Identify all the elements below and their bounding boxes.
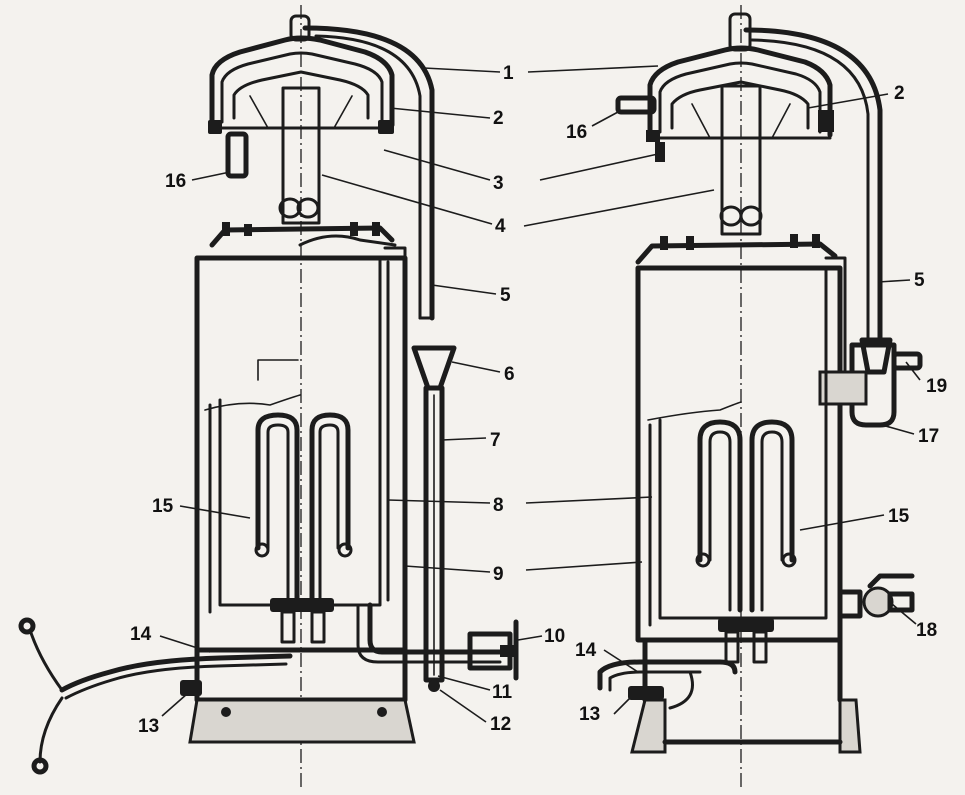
right-tank-lid <box>635 234 838 265</box>
callout-11: 11 <box>492 682 513 703</box>
right-heating-elements <box>695 419 797 664</box>
right-distiller <box>597 5 923 790</box>
right-tap-18 <box>837 573 915 619</box>
callout-4: 4 <box>495 216 506 237</box>
callout-6: 6 <box>504 364 515 385</box>
callout-14: 14 <box>130 624 152 645</box>
right-callouts: 2 5 13 14 15 16 17 18 19 <box>566 83 947 725</box>
left-hose <box>302 25 435 321</box>
left-drain-valve <box>356 602 519 681</box>
callout-5-right: 5 <box>914 270 925 291</box>
left-callouts: 1 2 3 4 5 6 7 8 9 10 11 12 13 14 15 16 <box>130 63 565 737</box>
callout-9: 9 <box>493 564 504 585</box>
left-vapor-tube <box>281 86 321 225</box>
left-base <box>180 647 416 744</box>
callout-17-right: 17 <box>918 426 939 447</box>
callout-7: 7 <box>490 430 501 451</box>
left-funnel-gauge <box>411 345 457 692</box>
callout-19-right: 19 <box>926 376 947 397</box>
left-tank-lid <box>209 222 397 248</box>
callout-16: 16 <box>165 171 186 192</box>
callout-5: 5 <box>500 285 511 306</box>
callout-15-right: 15 <box>888 506 910 527</box>
callout-8: 8 <box>493 495 504 516</box>
right-base <box>630 637 862 754</box>
callout-13-right: 13 <box>579 704 600 725</box>
callout-3: 3 <box>493 173 504 194</box>
callout-1: 1 <box>503 63 514 84</box>
right-cord-fitting <box>597 659 738 710</box>
left-outlet-16 <box>225 131 249 179</box>
callout-10: 10 <box>544 626 565 647</box>
left-power-cord <box>18 617 293 775</box>
callout-16-right: 16 <box>566 122 587 143</box>
callout-12: 12 <box>490 714 511 735</box>
left-condenser-cap <box>208 14 395 134</box>
right-condenser-cap <box>646 12 834 142</box>
right-outlet-16 <box>615 95 657 115</box>
callout-14-right: 14 <box>575 640 597 661</box>
callout-18-right: 18 <box>916 620 937 641</box>
callout-13: 13 <box>138 716 159 737</box>
callout-15: 15 <box>152 496 174 517</box>
right-hose <box>743 27 883 348</box>
callout-2: 2 <box>493 108 504 129</box>
leader-lines <box>159 65 921 723</box>
left-distiller <box>18 5 519 790</box>
callout-2-right: 2 <box>894 83 905 104</box>
right-collector-17 <box>849 337 923 428</box>
left-heating-elements <box>254 412 353 644</box>
